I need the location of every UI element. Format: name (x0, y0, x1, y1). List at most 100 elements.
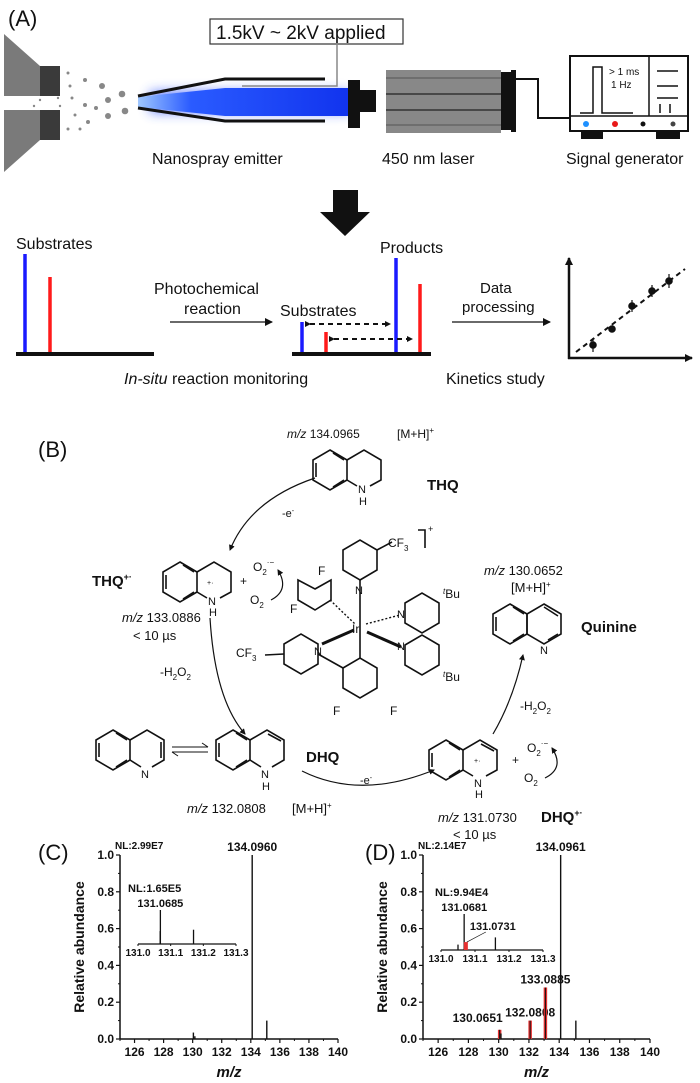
substrates-mid-label: Substrates (280, 303, 356, 320)
thq-radical-lifetime: < 10 µs (133, 628, 177, 643)
equilibrium-arrows (171, 742, 209, 757)
svg-text:> 1 ms: > 1 ms (609, 67, 639, 78)
minus-e-bottom: -e- (360, 775, 373, 787)
svg-text:tBu: tBu (443, 670, 460, 684)
conversion-arrows (305, 321, 413, 342)
panel-label: (C) (38, 840, 69, 865)
dhq-adduct: [M+H]+ (292, 801, 332, 816)
svg-text:+·: +· (207, 580, 213, 587)
svg-text:H: H (209, 607, 217, 619)
y-tick-label: 0.8 (400, 885, 417, 899)
svg-text:F: F (390, 704, 397, 718)
inset-normalization-level: NL:1.65E5 (128, 883, 181, 895)
x-tick-label: 128 (154, 1045, 174, 1059)
thq-adduct: [M+H]+ (397, 426, 434, 441)
svg-text:N: N (474, 778, 482, 790)
x-tick-label: 140 (328, 1045, 348, 1059)
inset-peak-label: 131.0681 (441, 902, 487, 914)
o2-radical-top: O2·− (253, 558, 274, 577)
inset-x-tick-label: 131.1 (462, 954, 487, 965)
peak-label: 134.0960 (227, 840, 277, 854)
svg-text:F: F (318, 564, 325, 578)
inset-x-tick-label: 131.2 (496, 954, 521, 965)
x-tick-label: 126 (125, 1045, 145, 1059)
dhq-radical-mz: m/z 131.0730 (438, 810, 517, 825)
y-axis-label: Relative abundance (374, 881, 390, 1013)
spray-droplets-icon (32, 71, 129, 131)
peak-label: 132.0808 (505, 1006, 555, 1020)
thq-name: THQ (427, 477, 459, 494)
svg-text:CF3: CF3 (236, 646, 257, 663)
data-label-2: processing (462, 299, 535, 316)
x-axis-label: m/z (216, 1064, 242, 1081)
laser-cable (516, 78, 570, 119)
minus-h2o2-right: -H2O2 (520, 699, 551, 716)
normalization-level: NL:2.99E7 (115, 841, 164, 852)
x-tick-label: 138 (299, 1045, 319, 1059)
x-tick-label: 130 (183, 1045, 203, 1059)
laser-icon (348, 70, 516, 133)
svg-text:F: F (290, 602, 297, 616)
inset-x-tick-label: 131.3 (223, 948, 248, 959)
photochem-label-2: reaction (184, 301, 241, 318)
svg-text:H: H (262, 781, 270, 793)
data-label-1: Data (480, 280, 512, 297)
thq-structure (312, 449, 382, 491)
nanospray-emitter-icon (137, 77, 350, 123)
panel-a-label: (A) (8, 6, 37, 31)
svg-text:tBu: tBu (443, 587, 460, 601)
substrates-left-label: Substrates (16, 236, 92, 253)
quinine-name: Quinine (581, 619, 637, 636)
svg-text:N: N (141, 769, 149, 781)
quinine-adduct: [M+H]+ (511, 580, 551, 595)
panel-b: (B) m/z 134.0965 [M+H]+ N H THQ -e- THQ+… (38, 426, 637, 842)
svg-text:+: + (512, 753, 519, 767)
thq-radical-structure (162, 561, 232, 603)
y-tick-label: 0.0 (97, 1032, 114, 1046)
inset-x-tick-label: 131.0 (428, 954, 453, 965)
svg-text:F: F (333, 704, 340, 718)
o2-radical-bottom: O2·− (527, 739, 548, 758)
x-tick-label: 136 (270, 1045, 290, 1059)
insitu-label: In-situ reaction monitoring (124, 371, 308, 388)
dhq-structure (215, 729, 285, 771)
inset-x-tick-label: 131.2 (191, 948, 216, 959)
quinine-mz: m/z 130.0652 (484, 563, 563, 578)
o2-bottom: O2 (524, 771, 538, 788)
down-arrow-icon (320, 190, 370, 236)
imine-structure (95, 729, 165, 771)
svg-text:+·: +· (474, 758, 480, 765)
kinetics-label: Kinetics study (446, 371, 545, 388)
svg-text:Ir: Ir (352, 622, 359, 636)
x-tick-label: 140 (640, 1045, 660, 1059)
svg-text:N: N (358, 484, 366, 496)
y-tick-label: 0.2 (97, 995, 114, 1009)
thq-mz: m/z 134.0965 (287, 427, 360, 441)
dhq-radical-structure (428, 739, 498, 781)
panel-a: (A) 1.5kV ~ 2kV applied (4, 6, 693, 388)
quinine-structure (492, 603, 562, 645)
inset-x-tick-label: 131.0 (125, 948, 150, 959)
svg-text:H: H (475, 789, 483, 801)
y-axis-label: Relative abundance (71, 881, 87, 1013)
y-tick-label: 0.4 (97, 958, 114, 972)
x-tick-label: 134 (549, 1045, 569, 1059)
dhq-radical-name: DHQ+· (541, 808, 583, 826)
inset-peak-label: 131.0731 (470, 921, 516, 933)
svg-text:N: N (355, 585, 363, 597)
svg-text:N: N (261, 769, 269, 781)
ir-catalyst-structure: Ir N N N N CF3 + CF3 F F F F tBu tBu (236, 524, 460, 718)
y-tick-label: 0.4 (400, 958, 417, 972)
minus-h2o2-left: -H2O2 (160, 665, 191, 682)
signal-generator-icon: > 1 ms 1 Hz (569, 55, 689, 139)
svg-text:N: N (540, 645, 548, 657)
y-tick-label: 1.0 (400, 848, 417, 862)
emitter-label: Nanospray emitter (152, 151, 283, 168)
x-tick-label: 132 (519, 1045, 539, 1059)
x-tick-label: 136 (579, 1045, 599, 1059)
svg-text:+: + (428, 524, 433, 534)
svg-text:H: H (359, 496, 367, 508)
